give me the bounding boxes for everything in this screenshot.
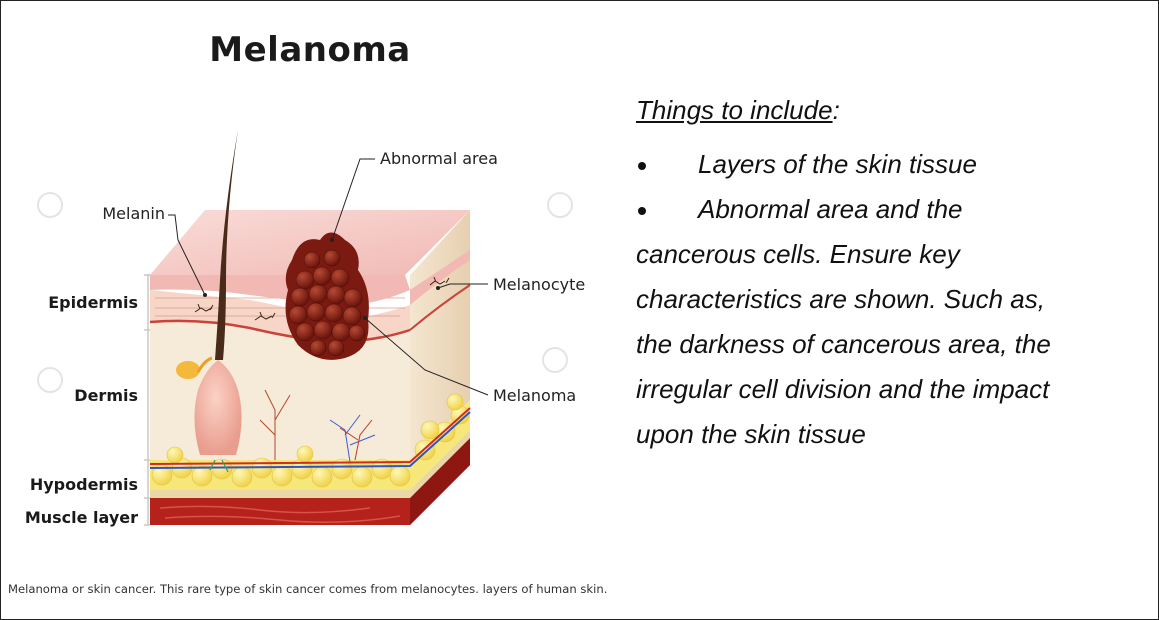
bullet-icon [636,187,698,232]
sebaceous-gland [176,361,200,379]
notes-heading-colon: : [833,95,840,125]
dermis-layer [150,320,410,460]
notes-panel: Things to include: Layers of the skin ti… [636,88,1151,457]
label-melanocyte: Melanocyte [493,275,585,294]
label-muscle-layer: Muscle layer [25,508,138,527]
layer-bracket [144,275,150,525]
notes-line: characteristics are shown. Such as, [636,277,1151,322]
label-melanoma: Melanoma [493,386,576,405]
figure-caption: Melanoma or skin cancer. This rare type … [8,582,607,596]
notes-line: cancerous cells. Ensure key [636,232,1151,277]
label-epidermis: Epidermis [48,293,138,312]
label-hypodermis: Hypodermis [30,475,138,494]
label-melanin: Melanin [102,204,165,223]
notes-heading-text: Things to include [636,95,833,125]
notes-bullet-item: Layers of the skin tissue [636,142,1151,187]
label-dermis: Dermis [74,386,138,405]
notes-heading: Things to include: [636,88,1151,132]
label-abnormal-area: Abnormal area [380,149,498,168]
notes-line: Abnormal area and the [698,194,963,224]
notes-line: Layers of the skin tissue [698,149,977,179]
notes-line: upon the skin tissue [636,412,1151,457]
notes-bullet-item: Abnormal area and the [636,187,1151,232]
notes-line: irregular cell division and the impact [636,367,1151,412]
figure-title: Melanoma [0,30,620,70]
skin-cross-section-diagram: Melanin Abnormal area Melanocyte Melanom… [0,90,620,560]
bullet-icon [636,142,698,187]
notes-line: the darkness of cancerous area, the [636,322,1151,367]
